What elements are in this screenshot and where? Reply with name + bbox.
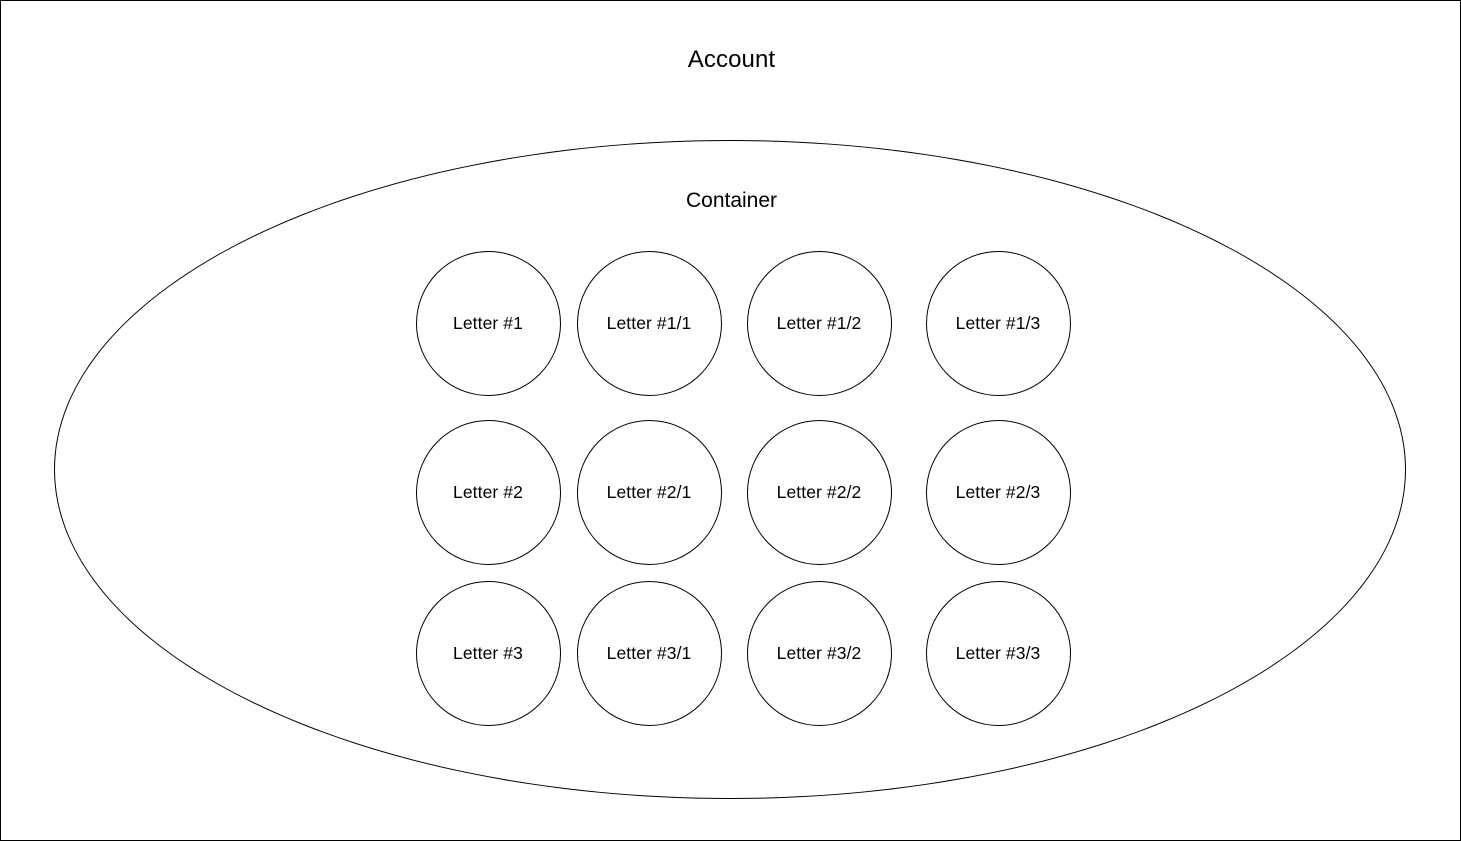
container-boundary-ellipse (54, 140, 1406, 799)
letter-circle[interactable]: Letter #3/2 (746, 580, 892, 726)
letter-circle[interactable]: Letter #1/3 (925, 250, 1071, 396)
letter-circle[interactable]: Letter #2/3 (925, 419, 1071, 565)
letter-circle[interactable]: Letter #3 (415, 580, 561, 726)
letter-circle[interactable]: Letter #1/1 (576, 250, 722, 396)
letter-circle-label: Letter #2/1 (606, 482, 692, 502)
letter-circle-label: Letter #3/1 (606, 643, 692, 663)
letter-circle-label: Letter #3/2 (776, 643, 862, 663)
letter-circle[interactable]: Letter #1 (415, 250, 561, 396)
container-title: Container (685, 189, 778, 212)
letter-circle-label: Letter #1/3 (955, 313, 1041, 333)
letter-circle-label: Letter #1/1 (606, 313, 692, 333)
letter-circle[interactable]: Letter #2/1 (576, 419, 722, 565)
letter-circle[interactable]: Letter #3/1 (576, 580, 722, 726)
letter-circle-label: Letter #2/3 (955, 482, 1041, 502)
letter-circle-label: Letter #3/3 (955, 643, 1041, 663)
letter-circle-label: Letter #3 (453, 643, 523, 663)
letter-circle[interactable]: Letter #2 (415, 419, 561, 565)
letter-circle-label: Letter #2 (453, 482, 523, 502)
letter-circle-label: Letter #1/2 (776, 313, 862, 333)
letter-circle[interactable]: Letter #2/2 (746, 419, 892, 565)
letter-circle-label: Letter #2/2 (776, 482, 862, 502)
letter-circle[interactable]: Letter #1/2 (746, 250, 892, 396)
account-title: Account (687, 46, 776, 73)
letter-circle-label: Letter #1 (453, 313, 523, 333)
letter-circle[interactable]: Letter #3/3 (925, 580, 1071, 726)
